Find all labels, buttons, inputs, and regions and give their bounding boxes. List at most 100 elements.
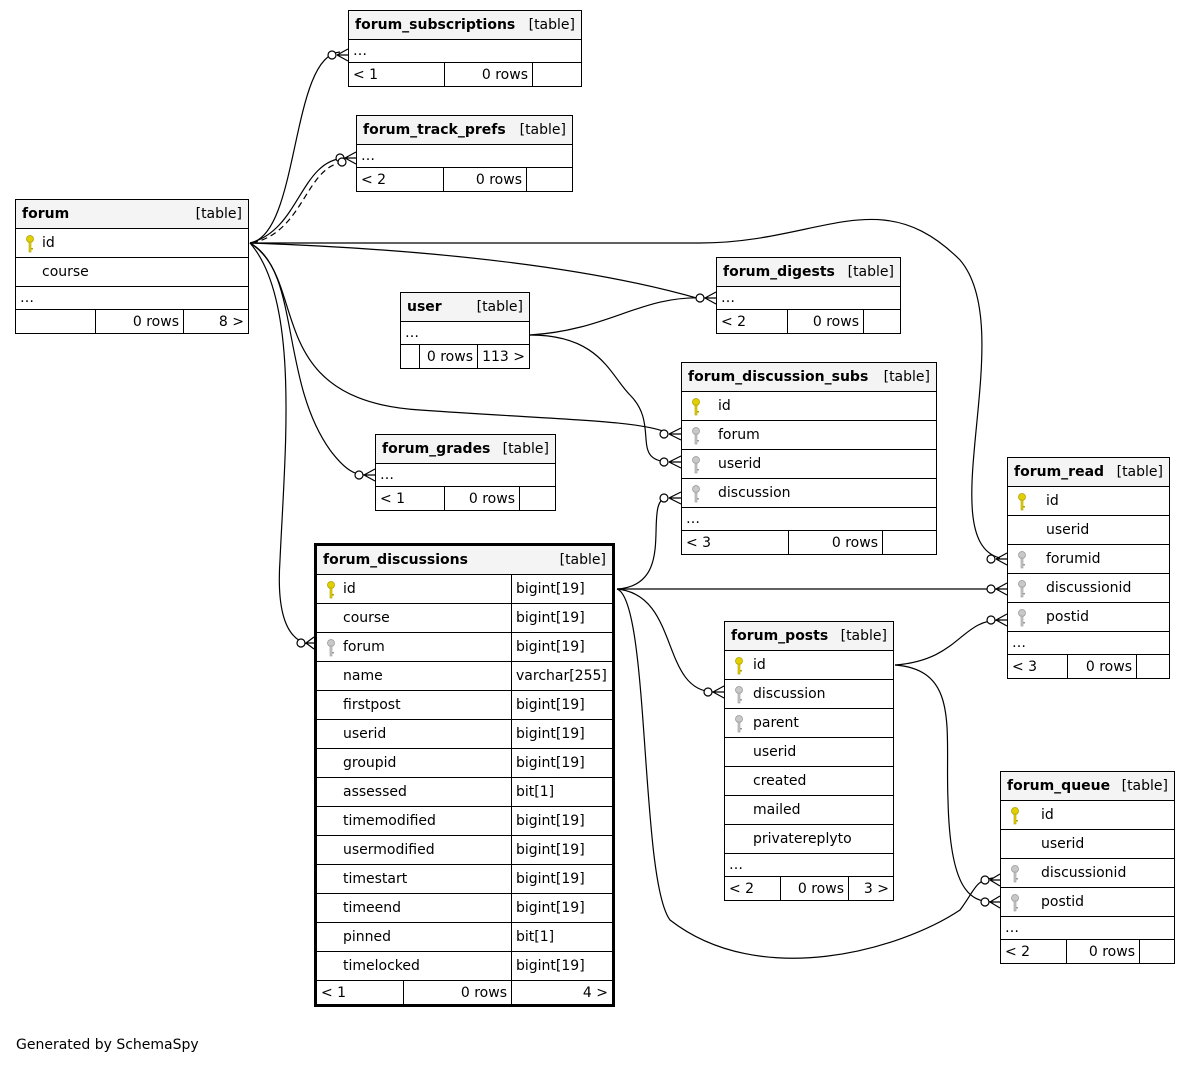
- table-name: forum_grades: [382, 441, 491, 457]
- table-footer: < 2 0 rows 3 >: [725, 877, 893, 900]
- footer-children[interactable]: [883, 531, 936, 554]
- footer-parents[interactable]: < 1: [349, 63, 445, 86]
- foreign-key-icon: [691, 427, 701, 445]
- table-footer: 0 rows 113 >: [401, 345, 529, 368]
- primary-key-icon: [691, 398, 701, 416]
- column-name: timeend: [317, 894, 512, 922]
- table-forum-subscriptions[interactable]: forum_subscriptions[table] … < 1 0 rows: [348, 10, 582, 87]
- column-name: userid: [718, 456, 762, 472]
- footer-children[interactable]: [533, 63, 581, 86]
- column-row: course: [16, 258, 248, 287]
- footer-parents[interactable]: [401, 345, 420, 368]
- foreign-key-icon: [691, 485, 701, 503]
- table-user[interactable]: user[table] … 0 rows 113 >: [400, 292, 530, 369]
- column-row: postid: [1008, 603, 1169, 632]
- table-footer: < 3 0 rows: [1008, 655, 1169, 678]
- ellipsis-row: …: [349, 40, 581, 63]
- column-type: bigint[19]: [516, 726, 585, 742]
- column-name: timelocked: [317, 952, 512, 980]
- column-row: id: [1001, 801, 1174, 830]
- footer-children[interactable]: 113 >: [482, 348, 525, 365]
- foreign-key-icon: [1017, 551, 1027, 569]
- footer-rows: 0 rows: [781, 877, 849, 900]
- footer-rows: 0 rows: [789, 531, 883, 554]
- column-row: mailed: [725, 796, 893, 825]
- table-kind: [table]: [883, 369, 930, 385]
- table-name: forum_discussion_subs: [688, 369, 869, 385]
- column-name: pinned: [317, 923, 512, 951]
- table-forum-queue[interactable]: forum_queue[table] id userid discussioni…: [1000, 771, 1175, 964]
- foreign-key-icon: [1017, 580, 1027, 598]
- foreign-key-icon: [1010, 894, 1020, 912]
- primary-key-icon: [1010, 807, 1020, 825]
- footer-parents[interactable]: < 3: [1008, 655, 1068, 678]
- column-name: discussion: [753, 686, 826, 702]
- column-name: timemodified: [317, 807, 512, 835]
- column-name: name: [317, 662, 512, 690]
- footer-parents[interactable]: < 2: [725, 877, 781, 900]
- rel-discussions-posts: [616, 588, 714, 693]
- footer-parents[interactable]: < 2: [357, 168, 444, 191]
- column-name: userid: [1041, 836, 1085, 852]
- ellipsis-row: …: [717, 287, 900, 310]
- table-kind: [table]: [502, 441, 549, 457]
- column-name: course: [317, 604, 512, 632]
- table-forum-posts[interactable]: forum_posts[table] id discussion parent …: [724, 621, 894, 901]
- footer-parents[interactable]: < 3: [682, 531, 789, 554]
- footer-rows: 0 rows: [1068, 655, 1137, 678]
- footer-parents[interactable]: < 2: [717, 310, 788, 333]
- footer-parents[interactable]: < 1: [317, 981, 404, 1004]
- column-row: discussionid: [1001, 859, 1174, 888]
- footer-parents[interactable]: < 1: [376, 487, 445, 510]
- table-footer: < 1 0 rows 4 >: [317, 981, 612, 1004]
- table-name: forum_queue: [1007, 778, 1111, 794]
- footer-children[interactable]: 4 >: [582, 984, 608, 1001]
- column-name: id: [753, 657, 766, 673]
- column-name: userid: [1046, 522, 1090, 538]
- column-name: userid: [317, 720, 512, 748]
- footer-children[interactable]: [527, 168, 572, 191]
- column-type: bigint[19]: [516, 639, 585, 655]
- table-name: user: [407, 299, 442, 315]
- rel-forum-track-prefs: [249, 157, 346, 244]
- table-kind: [table]: [840, 628, 887, 644]
- footer-rows: 0 rows: [788, 310, 864, 333]
- footer-children[interactable]: [520, 487, 555, 510]
- table-name: forum_subscriptions: [355, 17, 516, 33]
- table-forum-read[interactable]: forum_read[table] id userid forumid disc…: [1007, 457, 1170, 679]
- table-forum-grades[interactable]: forum_grades[table] … < 1 0 rows: [375, 434, 556, 511]
- footer-parents[interactable]: < 2: [1001, 940, 1067, 963]
- table-forum-track-prefs[interactable]: forum_track_prefs[table] … < 2 0 rows: [356, 115, 573, 192]
- column-type: bigint[19]: [516, 900, 585, 916]
- footer-children[interactable]: [864, 310, 900, 333]
- rel-posts-read: [894, 619, 1001, 666]
- footer-rows: 0 rows: [445, 63, 533, 86]
- column-type: bigint[19]: [516, 958, 585, 974]
- column-name: assessed: [317, 778, 512, 806]
- column-name: discussionid: [1041, 865, 1127, 881]
- table-name: forum_track_prefs: [363, 122, 506, 138]
- footer-children[interactable]: [1137, 655, 1169, 678]
- ellipsis-row: …: [1001, 917, 1174, 940]
- footer-children[interactable]: 8 >: [218, 313, 244, 330]
- column-row: id: [1008, 487, 1169, 516]
- column-name: id: [42, 235, 55, 251]
- table-forum[interactable]: forum[table] id course … 0 rows 8 >: [15, 199, 249, 334]
- footer-children[interactable]: 3 >: [863, 880, 889, 897]
- column-row: userid: [1008, 516, 1169, 545]
- table-forum-discussion-subs[interactable]: forum_discussion_subs[table] id forum us…: [681, 362, 937, 555]
- footer-children[interactable]: [1140, 940, 1174, 963]
- rel-posts-queue: [894, 664, 994, 903]
- table-name: forum_discussions: [323, 552, 468, 568]
- table-forum-digests[interactable]: forum_digests[table] … < 2 0 rows: [716, 257, 901, 334]
- credit-text: Generated by SchemaSpy: [16, 1037, 199, 1053]
- column-name: parent: [753, 715, 799, 731]
- footer-parents[interactable]: [16, 310, 96, 333]
- column-name: created: [753, 773, 807, 789]
